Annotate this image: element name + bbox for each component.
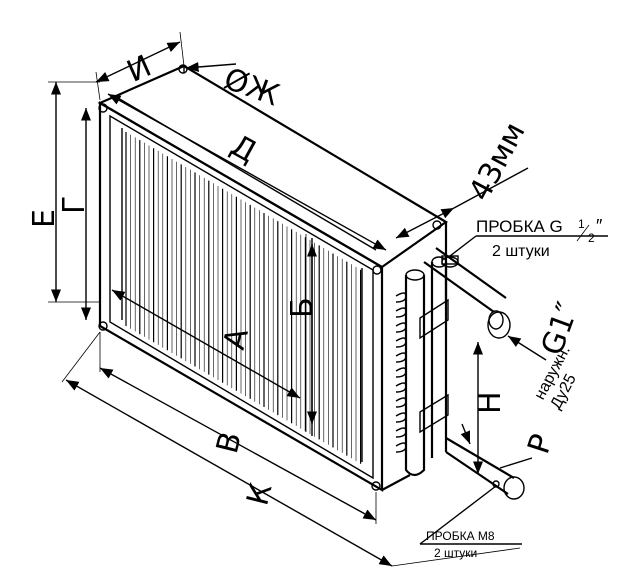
coil-bend — [395, 337, 407, 348]
coil-bend — [395, 352, 407, 363]
coil-bend — [395, 367, 407, 378]
plug-bottom-qty: 2 штуки — [434, 546, 477, 560]
callout-thread: G1″ наружн. Ду25 — [531, 298, 586, 412]
dim-label-offset: 43мм — [462, 117, 532, 207]
fin-pack — [125, 132, 362, 464]
coil-bend — [395, 322, 407, 333]
dim-label-v: В — [210, 428, 249, 456]
dim-label-b: Б — [285, 297, 320, 318]
coil-bend — [395, 427, 407, 438]
dim-label-n: Н — [473, 391, 508, 414]
dim-label-g: Г — [57, 196, 92, 214]
bolt-holes — [98, 64, 442, 491]
plug-top-label: ПРОБКА G — [476, 217, 563, 236]
coil-bend — [395, 292, 407, 303]
dim-label-e: Е — [27, 209, 62, 228]
coil-bend — [395, 382, 407, 393]
plug-top-qty: 2 штуки — [492, 243, 550, 260]
plug-bottom-label: ПРОБКА М8 — [426, 529, 495, 543]
coil-bend — [395, 397, 407, 408]
dim-label-p: Р — [521, 430, 560, 458]
callout-plug-bottom: ПРОБКА М8 2 штуки — [426, 529, 495, 560]
plug-top-inch: ″ — [596, 216, 603, 236]
dim-label-k: К — [240, 480, 279, 509]
coil-bend — [395, 412, 407, 423]
coil-bend — [395, 307, 407, 318]
manifold — [395, 247, 525, 500]
dim-label-zh: ØЖ — [219, 61, 284, 113]
plug-top-frac-den: 2 — [588, 231, 595, 245]
plug-top-frac-num: 1 — [578, 217, 585, 231]
dimension-lines — [48, 31, 608, 567]
callout-plug-top: ПРОБКА G 1 2 ″ 2 штуки — [476, 216, 603, 260]
coil-bend — [395, 442, 407, 453]
